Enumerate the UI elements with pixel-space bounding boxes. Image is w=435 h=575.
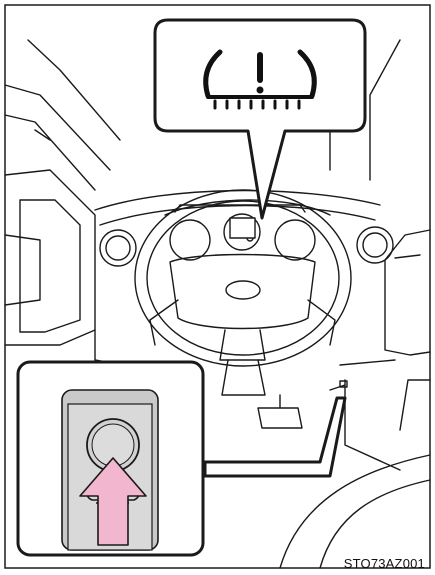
button-inset [18,362,203,555]
inset-leader [205,398,345,476]
figure-code: STO73AZ001 [344,556,425,571]
callout-bubble [155,20,365,218]
warning-light-callout [155,20,365,218]
